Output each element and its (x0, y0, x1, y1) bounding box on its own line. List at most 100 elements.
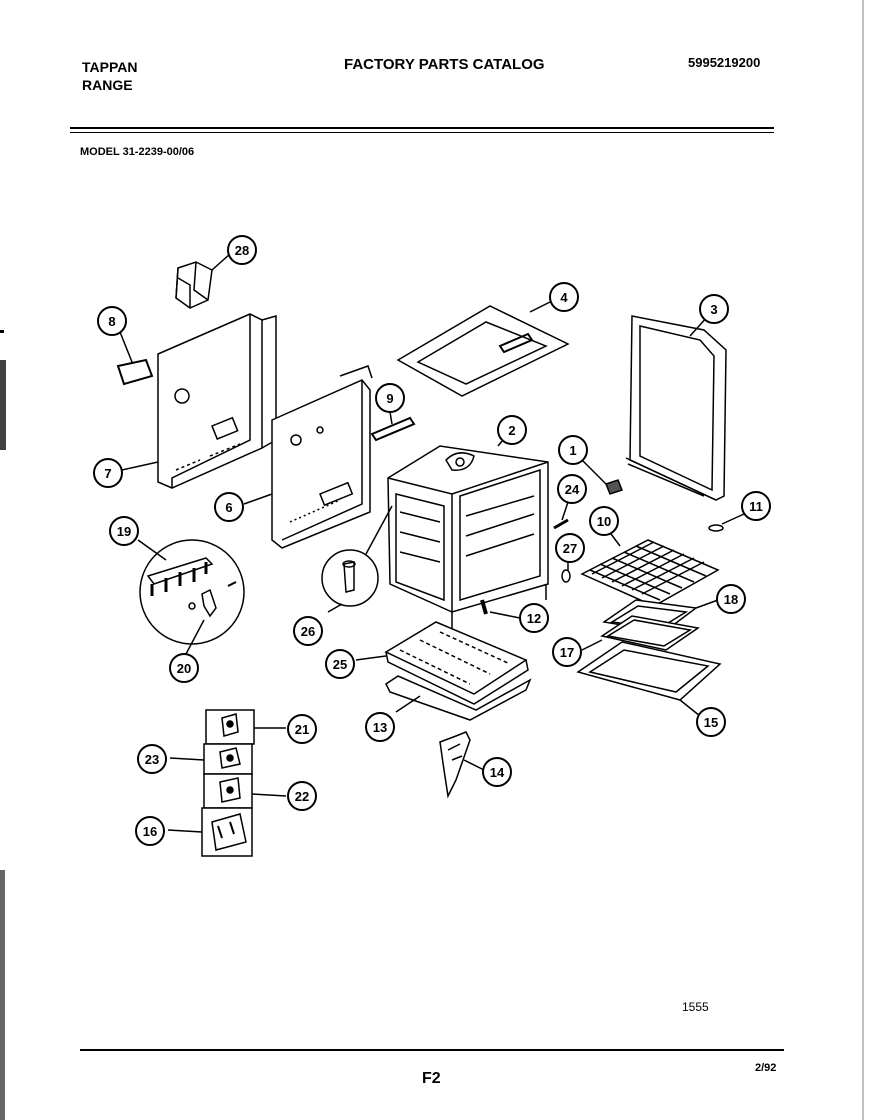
callout-number: 13 (373, 720, 387, 735)
scan-artifact (0, 870, 5, 1120)
part-switch-group (167, 709, 287, 857)
model-number: MODEL 31-2239-00/06 (80, 146, 195, 158)
callout-number: 17 (560, 645, 574, 660)
callout-number: 12 (527, 611, 541, 626)
callout-circle (375, 383, 405, 413)
part-peg-12 (480, 599, 521, 619)
callout-22: 22 (287, 781, 317, 811)
callout-circle (287, 781, 317, 811)
callout-circle (558, 435, 588, 465)
brand-line-2: RANGE (82, 77, 133, 93)
callout-7: 7 (93, 458, 123, 488)
part-pan-insert-17 (581, 615, 700, 651)
part-bar-9 (370, 411, 416, 442)
callout-number: 21 (295, 722, 309, 737)
callout-circle (549, 282, 579, 312)
callout-2: 2 (497, 415, 527, 445)
callout-circle (497, 415, 527, 445)
callout-circle (137, 744, 167, 774)
callout-number: 6 (225, 500, 232, 515)
part-screw-11 (708, 513, 745, 532)
part-plate-8 (116, 331, 154, 386)
callout-circle (169, 653, 199, 683)
header-rule-top (70, 127, 774, 129)
revision-date: 2/92 (755, 1062, 777, 1074)
callout-16: 16 (135, 816, 165, 846)
callout-28: 28 (227, 235, 257, 265)
header-rule-bottom (70, 132, 774, 133)
callout-21: 21 (287, 714, 317, 744)
part-side-panel-6 (243, 365, 373, 549)
part-bracket-14 (439, 731, 485, 799)
part-inset-26 (321, 505, 393, 613)
callout-number: 8 (108, 314, 115, 329)
callout-number: 15 (704, 715, 718, 730)
callout-26: 26 (293, 616, 323, 646)
callout-number: 22 (295, 789, 309, 804)
callout-circle (589, 506, 619, 536)
part-frame-3 (625, 315, 727, 501)
callout-4: 4 (549, 282, 579, 312)
callout-circle (214, 492, 244, 522)
callout-circle (109, 516, 139, 546)
callout-number: 10 (597, 514, 611, 529)
callout-10: 10 (589, 506, 619, 536)
callout-8: 8 (97, 306, 127, 336)
part-drawer-panel-25 (355, 621, 529, 705)
callout-circle (519, 603, 549, 633)
part-bracket-28 (175, 253, 231, 309)
callout-1: 1 (558, 435, 588, 465)
callout-number: 3 (710, 302, 717, 317)
part-oven-body-2 (387, 433, 549, 640)
callout-circle (365, 712, 395, 742)
callout-circle (555, 533, 585, 563)
callout-circle (135, 816, 165, 846)
callout-19: 19 (109, 516, 139, 546)
callout-number: 16 (143, 824, 157, 839)
diagram-code: 1555 (682, 1000, 709, 1014)
part-pin-24 (553, 501, 569, 530)
scan-artifact (0, 360, 6, 450)
callout-circle (716, 584, 746, 614)
callout-15: 15 (696, 707, 726, 737)
callout-number: 18 (724, 592, 738, 607)
part-rack-10 (580, 529, 720, 607)
callout-labels: 1234678910111213141516171819202122232425… (93, 235, 771, 846)
catalog-title: FACTORY PARTS CATALOG (344, 56, 545, 73)
callout-number: 2 (508, 423, 515, 438)
callout-circle (227, 235, 257, 265)
callout-circle (287, 714, 317, 744)
callout-number: 4 (560, 290, 568, 305)
part-number: 5995219200 (688, 55, 761, 70)
callout-11: 11 (741, 491, 771, 521)
callout-circle (552, 637, 582, 667)
part-knob-1 (581, 459, 623, 495)
part-top-panel-4 (396, 301, 570, 397)
brand-line-1: TAPPAN (82, 59, 138, 75)
callout-12: 12 (519, 603, 549, 633)
callout-circle (696, 707, 726, 737)
callout-24: 24 (557, 474, 587, 504)
callout-number: 26 (301, 624, 315, 639)
part-clip-27 (561, 560, 571, 583)
callout-23: 23 (137, 744, 167, 774)
callout-number: 24 (565, 482, 580, 497)
part-inset-19-20 (137, 539, 245, 655)
part-door-frame-15 (576, 641, 722, 717)
part-drawer-frame-13 (385, 675, 532, 721)
callout-9: 9 (375, 383, 405, 413)
callout-number: 28 (235, 243, 249, 258)
callout-circle (482, 757, 512, 787)
callout-number: 7 (104, 466, 111, 481)
callout-number: 14 (490, 765, 505, 780)
part-back-panel-7 (121, 313, 277, 489)
callout-circle (741, 491, 771, 521)
callout-number: 25 (333, 657, 347, 672)
callout-13: 13 (365, 712, 395, 742)
callout-circle (97, 306, 127, 336)
callout-number: 20 (177, 661, 191, 676)
callout-number: 9 (386, 391, 393, 406)
callout-number: 1 (569, 443, 576, 458)
callout-circle (93, 458, 123, 488)
